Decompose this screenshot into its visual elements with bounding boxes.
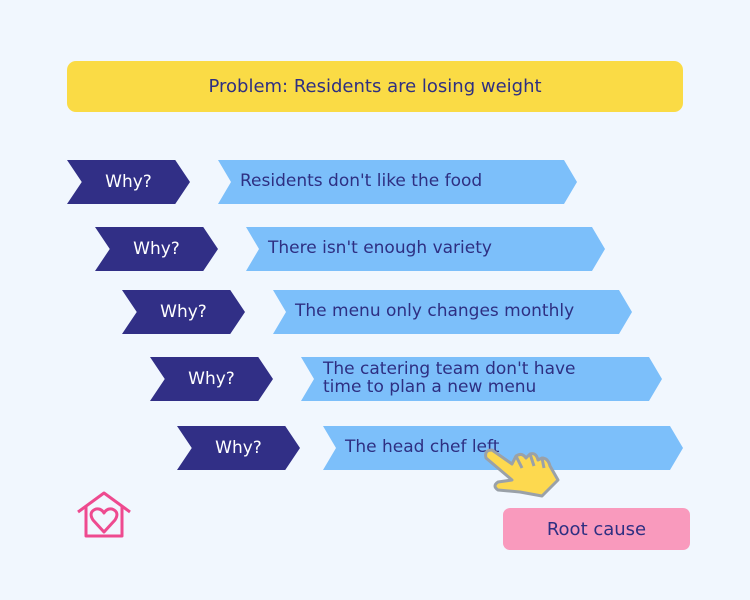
why-chevron-1: Why? xyxy=(67,160,190,204)
why-chevron-5: Why? xyxy=(177,426,300,470)
answer-chevron-1: Residents don't like the food xyxy=(218,160,577,204)
why-chevron-2: Why? xyxy=(95,227,218,271)
root-cause-box: Root cause xyxy=(503,508,690,550)
answer-chevron-4: The catering team don't have time to pla… xyxy=(301,357,662,401)
house-heart-icon xyxy=(77,491,131,538)
why-chevron-4: Why? xyxy=(150,357,273,401)
problem-box: Problem: Residents are losing weight xyxy=(67,61,683,112)
why-chevron-3: Why? xyxy=(122,290,245,334)
answer-chevron-2: There isn't enough variety xyxy=(246,227,605,271)
answer-chevron-3: The menu only changes monthly xyxy=(273,290,632,334)
pointing-hand-icon xyxy=(484,448,560,498)
